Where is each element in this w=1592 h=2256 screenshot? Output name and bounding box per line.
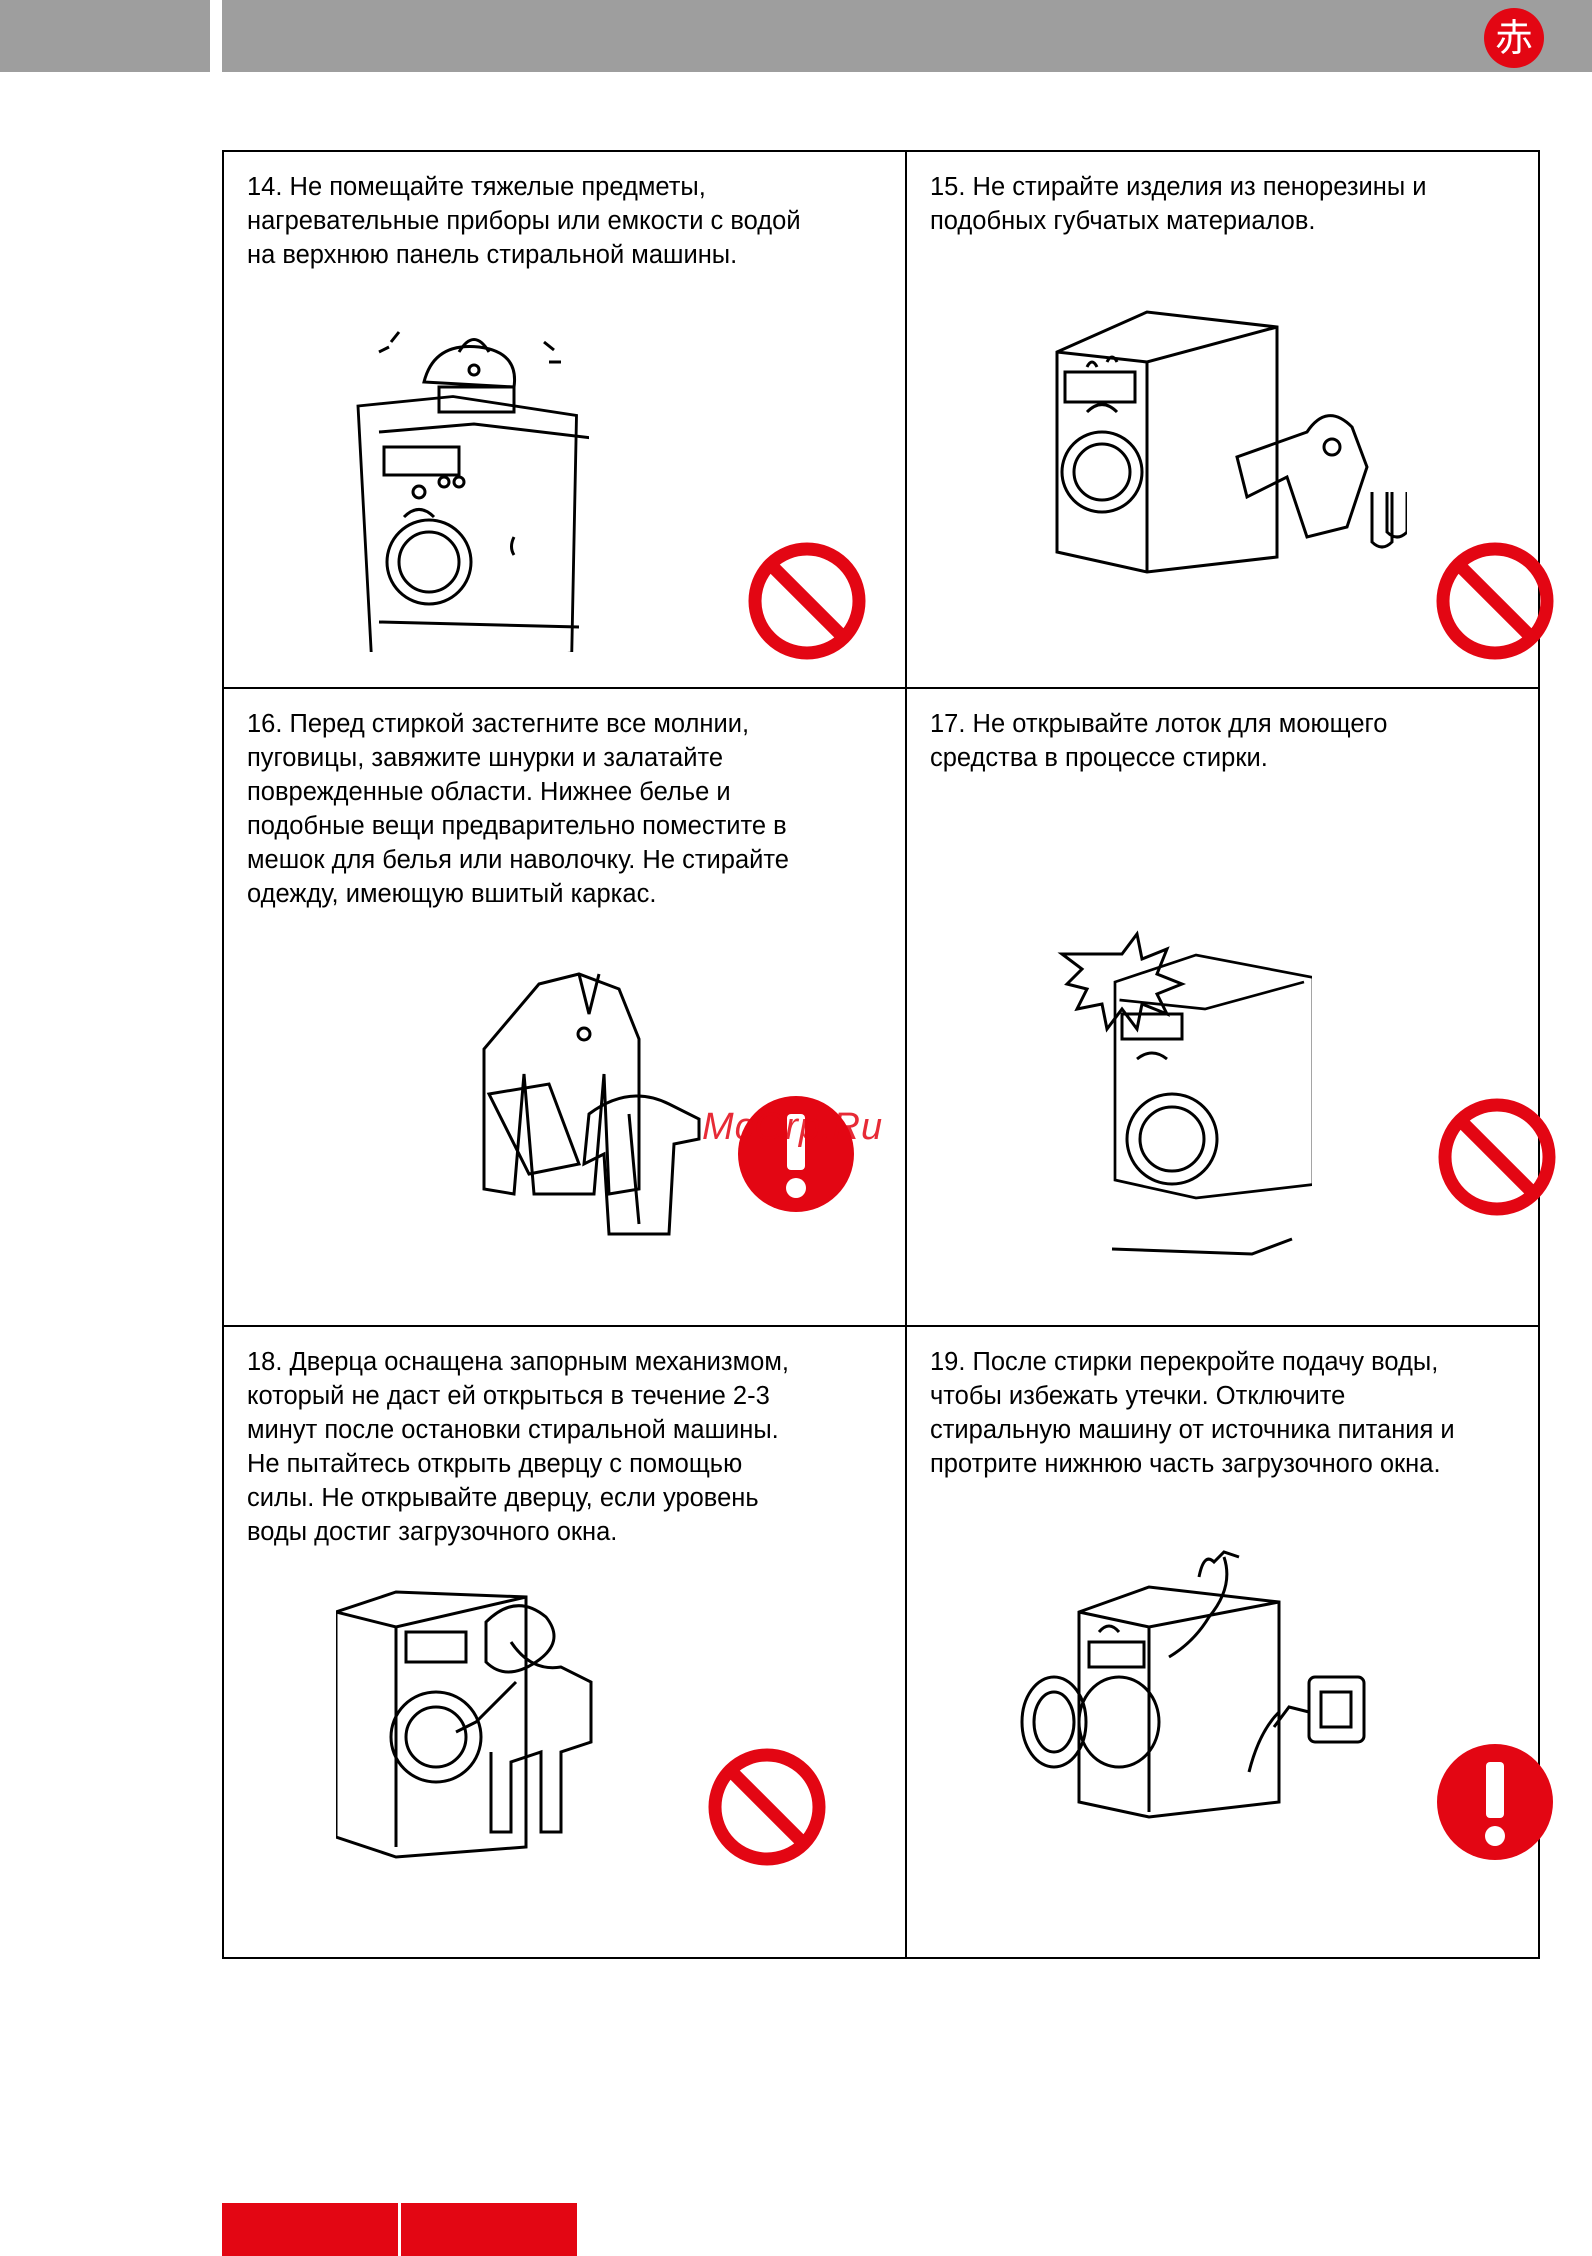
clothes-illustration — [479, 964, 719, 1254]
washer-with-kettle-illustration — [349, 292, 589, 652]
warning-icon — [734, 1092, 858, 1216]
instruction-grid: 14. Не помещайте тяжелые предметы, нагре… — [222, 150, 1556, 1959]
instruction-text: 17. Не открывайте лоток для моющего сред… — [930, 710, 1388, 772]
instruction-cell-16: 16. Перед стиркой застегните все молнии,… — [224, 689, 907, 1327]
header-bar-right — [222, 0, 1592, 72]
washer-unplugged-illustration — [1019, 1537, 1379, 1837]
prohibition-icon — [705, 1745, 829, 1869]
footer-bar-right — [401, 2203, 577, 2256]
instruction-text: 14. Не помещайте тяжелые предметы, нагре… — [247, 173, 801, 269]
instruction-text: 16. Перед стиркой застегните все молнии,… — [247, 710, 789, 908]
instruction-cell-17: 17. Не открывайте лоток для моющего сред… — [907, 689, 1556, 1327]
brand-logo: 赤 — [1484, 8, 1544, 68]
instruction-cell-18: 18. Дверца оснащена запорным механизмом,… — [224, 1327, 907, 1957]
warning-icon — [1433, 1740, 1557, 1864]
prohibition-icon — [1435, 1095, 1559, 1219]
instruction-text: 15. Не стирайте изделия из пенорезины и … — [930, 173, 1427, 235]
instruction-cell-14: 14. Не помещайте тяжелые предметы, нагре… — [224, 152, 907, 689]
header-bar-left — [0, 0, 210, 72]
washer-with-raincoat-illustration — [1047, 292, 1407, 592]
person-at-washer-illustration — [336, 1572, 656, 1862]
instruction-cell-15: 15. Не стирайте изделия из пенорезины и … — [907, 152, 1554, 689]
footer-bar-left — [222, 2203, 398, 2256]
prohibition-icon — [745, 539, 869, 663]
instruction-text: 19. После стирки перекройте подачу воды,… — [930, 1348, 1455, 1478]
washer-tray-illustration — [1052, 919, 1312, 1259]
prohibition-icon — [1433, 539, 1557, 663]
watermark: McGrp.Ru — [702, 1106, 884, 1148]
instruction-cell-19: 19. После стирки перекройте подачу воды,… — [907, 1327, 1553, 1957]
instruction-text: 18. Дверца оснащена запорным механизмом,… — [247, 1348, 789, 1546]
